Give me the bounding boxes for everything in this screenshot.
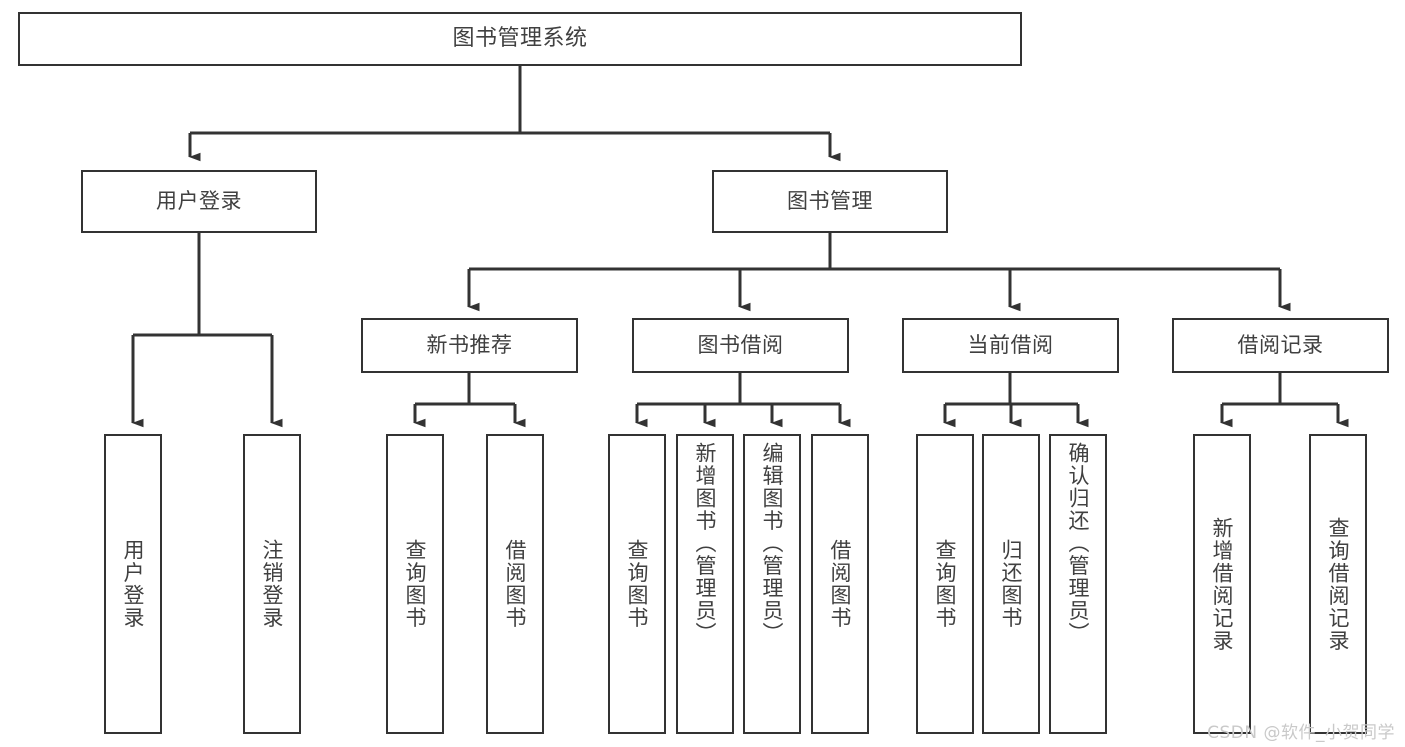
node-label: 用户登录 [121, 539, 146, 629]
node-book-borrowing[interactable]: 图书借阅 [632, 318, 849, 373]
node-label: 查询图书 [933, 539, 958, 629]
node-label: 新增图书（管理员） [693, 442, 718, 645]
node-label: 当前借阅 [967, 332, 1054, 357]
node-label: 查询图书 [625, 539, 650, 629]
node-label: 归还图书 [999, 539, 1024, 629]
node-root-book-management-system[interactable]: 图书管理系统 [18, 12, 1022, 66]
leaf-borrow-add-book-admin[interactable]: 新增图书（管理员） [676, 434, 734, 734]
node-label: 新增借阅记录 [1210, 516, 1235, 652]
leaf-current-query-book[interactable]: 查询图书 [916, 434, 974, 734]
node-label: 注销登录 [260, 539, 285, 629]
node-label: 图书管理系统 [452, 25, 588, 51]
leaf-record-add-borrow-record[interactable]: 新增借阅记录 [1193, 434, 1251, 734]
node-label: 编辑图书（管理员） [760, 442, 785, 645]
node-label: 查询借阅记录 [1326, 516, 1351, 652]
node-new-book-recommendation[interactable]: 新书推荐 [361, 318, 578, 373]
node-label: 借阅图书 [828, 539, 853, 629]
node-book-management[interactable]: 图书管理 [712, 170, 948, 233]
node-label: 图书借阅 [697, 332, 784, 357]
node-label: 查询图书 [403, 539, 428, 629]
leaf-user-login-logout[interactable]: 注销登录 [243, 434, 301, 734]
leaf-user-login-signin[interactable]: 用户登录 [104, 434, 162, 734]
node-current-borrowing[interactable]: 当前借阅 [902, 318, 1119, 373]
node-user-login[interactable]: 用户登录 [81, 170, 317, 233]
node-label: 确认归还（管理员） [1066, 442, 1091, 645]
leaf-recommend-query-book[interactable]: 查询图书 [386, 434, 444, 734]
node-borrowing-records[interactable]: 借阅记录 [1172, 318, 1389, 373]
leaf-borrow-borrow-book[interactable]: 借阅图书 [811, 434, 869, 734]
node-label: 图书管理 [787, 188, 873, 213]
leaf-borrow-query-book[interactable]: 查询图书 [608, 434, 666, 734]
node-label: 借阅记录 [1237, 332, 1324, 357]
leaf-borrow-edit-book-admin[interactable]: 编辑图书（管理员） [743, 434, 801, 734]
node-label: 新书推荐 [426, 332, 513, 357]
leaf-recommend-borrow-book[interactable]: 借阅图书 [486, 434, 544, 734]
leaf-current-return-book[interactable]: 归还图书 [982, 434, 1040, 734]
node-label: 用户登录 [156, 188, 242, 213]
node-label: 借阅图书 [503, 539, 528, 629]
leaf-current-confirm-return-admin[interactable]: 确认归还（管理员） [1049, 434, 1107, 734]
leaf-record-query-borrow-record[interactable]: 查询借阅记录 [1309, 434, 1367, 734]
watermark-text: CSDN @软件_小贺同学 [1207, 723, 1395, 743]
